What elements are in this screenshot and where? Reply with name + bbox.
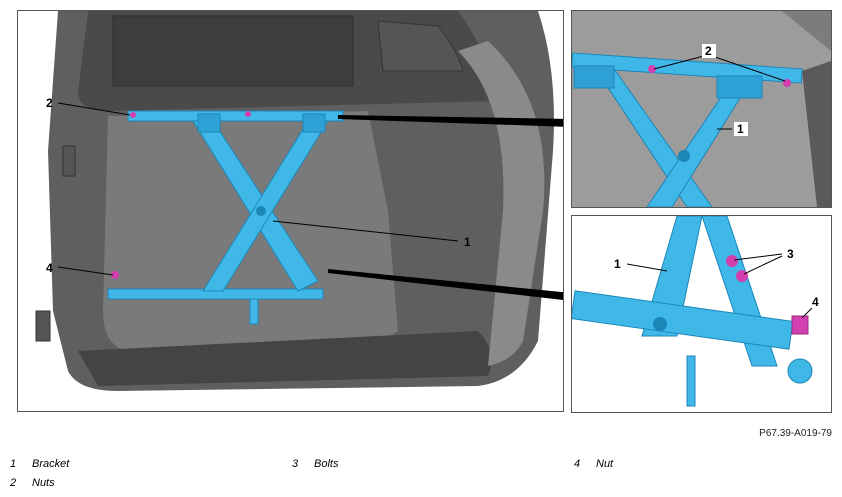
callout-main-4: 4 <box>46 261 53 275</box>
detail-bottom-end-knob <box>787 358 813 384</box>
legend-num: 3 <box>292 458 299 470</box>
bracket-mount-left <box>197 113 221 133</box>
detail-top-mount-right <box>716 75 763 99</box>
connector-top <box>338 115 563 127</box>
callout-top-1: 1 <box>737 122 744 136</box>
door-illustration: 2 4 1 <box>35 11 563 391</box>
main-door-view: 2 4 1 <box>17 10 564 412</box>
legend-item-1: 1 Bracket <box>10 458 69 470</box>
callout-bottom-3: 3 <box>787 247 794 261</box>
detail-top-nut-left <box>648 65 656 73</box>
bracket-lower-tab <box>249 298 259 325</box>
detail-view-top: 2 1 <box>571 10 832 208</box>
bracket-mount-right <box>302 113 326 133</box>
legend-num: 2 <box>10 477 17 489</box>
detail-top-door-edge <box>802 61 831 207</box>
callout-main-2: 2 <box>46 96 53 110</box>
callout-top-2: 2 <box>705 44 712 58</box>
nut-lower-left <box>111 271 119 279</box>
detail-bottom-bolt-1 <box>726 255 738 267</box>
legend-item-4: 4 Nut <box>574 458 613 470</box>
hinge-lower <box>35 310 51 342</box>
detail-bottom-rail <box>572 290 794 350</box>
bracket-main <box>107 110 344 325</box>
detail-bottom-bolt-2 <box>736 270 748 282</box>
figure-reference-code: P67.39-A019-79 <box>759 428 832 439</box>
legend-text: Bracket <box>32 458 70 470</box>
callout-main-1: 1 <box>464 235 471 249</box>
bracket-pivot <box>256 206 266 216</box>
legend-num: 1 <box>10 458 17 470</box>
legend-text: Bolts <box>314 458 339 470</box>
detail-view-bottom: 1 3 4 <box>571 215 832 413</box>
detail-top-door-upper <box>572 11 831 51</box>
callout-bottom-1: 1 <box>614 257 621 271</box>
door-lower-sill <box>78 331 492 386</box>
nut-top-left <box>130 112 136 118</box>
detail-bottom-tab <box>686 355 696 407</box>
nut-top-middle <box>245 111 251 117</box>
legend-num: 4 <box>574 458 581 470</box>
legend-item-2: 2 Nuts <box>10 477 55 489</box>
legend-text: Nut <box>596 458 614 470</box>
hinge-upper <box>62 145 76 177</box>
detail-bottom-nut <box>791 315 809 335</box>
connector-bottom <box>328 269 563 300</box>
callout-bottom-4: 4 <box>812 295 819 309</box>
window-glass-frame <box>112 15 354 87</box>
window-corner <box>377 20 464 72</box>
detail-bottom-pivot <box>653 317 667 331</box>
legend-item-3: 3 Bolts <box>292 458 338 470</box>
detail-top-mount-left <box>573 65 615 89</box>
detail-top-pivot <box>678 150 690 162</box>
legend-text: Nuts <box>32 477 55 489</box>
